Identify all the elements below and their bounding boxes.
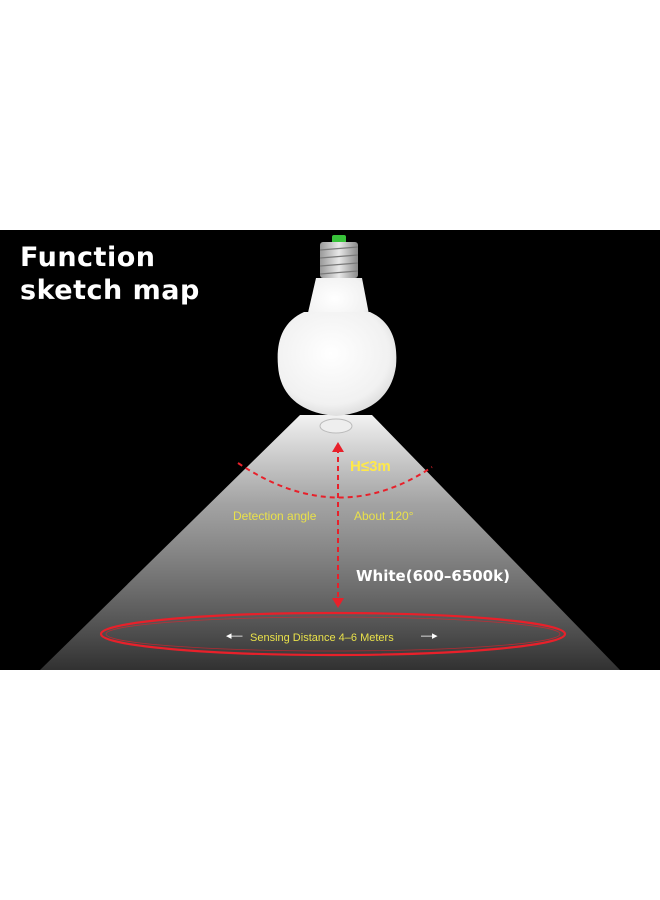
sketch-graphic <box>40 235 620 670</box>
detection-arc <box>237 462 433 499</box>
bulb-body <box>277 312 397 416</box>
arrow-left-icon: ◂— <box>226 630 243 642</box>
bulb-contact-icon <box>332 235 346 244</box>
height-label: H≤3m <box>350 458 391 475</box>
height-arrow-up-icon <box>332 442 344 452</box>
motion-sensor-icon <box>319 418 353 434</box>
detection-angle-label: Detection angle <box>233 509 317 523</box>
height-arrow-down-icon <box>332 598 344 608</box>
led-bulb-icon <box>277 235 397 434</box>
detection-angle-value: About 120° <box>354 509 414 523</box>
arrow-right-icon: —▸ <box>421 630 438 642</box>
sensing-distance-label: Sensing Distance 4–6 Meters <box>250 632 394 644</box>
bulb-screw-base <box>320 242 358 278</box>
light-beam <box>40 415 620 670</box>
sensing-ellipse <box>99 611 567 657</box>
diagram-panel: Function sketch map H≤3m Detection angle… <box>0 230 660 670</box>
title-line-1: Function <box>20 242 156 273</box>
title-line-2: sketch map <box>20 275 200 306</box>
color-temperature-label: White(600–6500k) <box>356 567 510 585</box>
